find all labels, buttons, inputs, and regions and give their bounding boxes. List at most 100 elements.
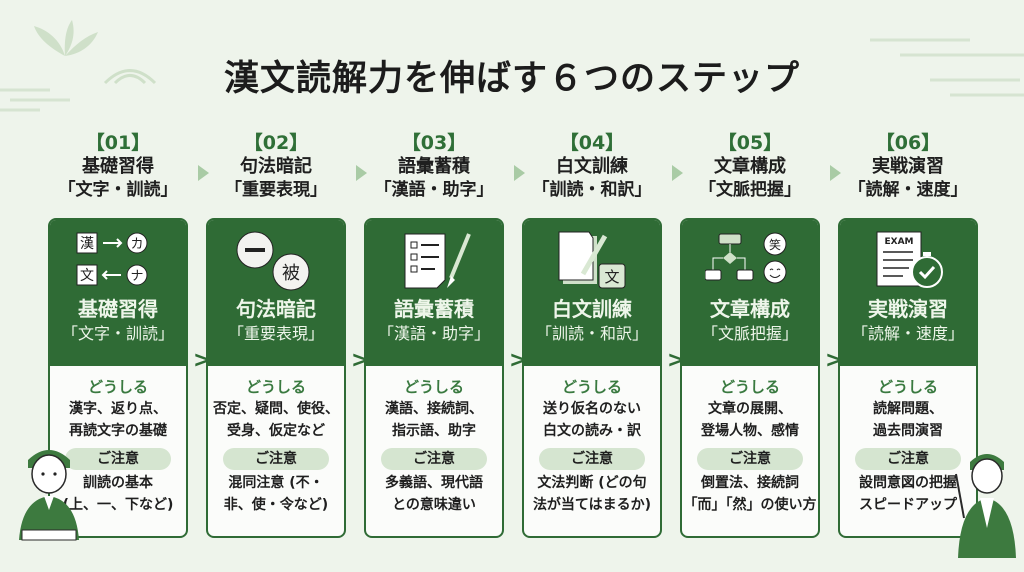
kanji-kana-conversion-icon: 漢カ文ナ — [50, 226, 186, 296]
how-label: どうしる — [403, 378, 464, 396]
step-card-title: 句法暗記 — [236, 297, 316, 321]
caution-label: ご注意 — [855, 448, 961, 470]
grammar-markers-icon: 被 — [208, 226, 344, 296]
how-text-line: 再読文字の基礎 — [69, 423, 167, 439]
step-subtitle: 「文脈把握」 — [699, 180, 801, 200]
caution-label: ご注意 — [65, 448, 171, 470]
step-card: 笑 文章構成 「文脈把握」 どうしる 文章の展開、 登場人物、感情 ご注意 倒置… — [680, 218, 820, 538]
exam-stopwatch-icon: EXAM — [840, 226, 976, 296]
caution-text-line: 多義語、現代語 — [385, 475, 483, 491]
svg-text:文: 文 — [80, 268, 94, 284]
step-heading: 【02】 句法暗記 「重要表現」 — [206, 128, 346, 202]
caution-text-line: 設問意図の把握 — [859, 475, 957, 491]
step-card-header: 文 白文訓練 「訓読・和訳」 — [524, 220, 660, 366]
step-title: 基礎習得 — [82, 156, 154, 177]
step-card-subtitle: 「訓読・和訳」 — [535, 324, 648, 343]
caution-label: ご注意 — [223, 448, 329, 470]
how-text-line: 否定、疑問、使役、 — [213, 401, 339, 417]
caution-text-line: 「而」「然」の使い方 — [683, 497, 817, 513]
caution-text-line: (上、一、下など) — [62, 497, 174, 513]
step-card-title: 文章構成 — [710, 297, 790, 321]
how-text-line: 受身、仮定など — [227, 423, 325, 439]
step-card-header: 笑 文章構成 「文脈把握」 — [682, 220, 818, 366]
step-arrow-icon — [198, 165, 209, 181]
caution-text-line: 文法判断 (どの句 — [537, 475, 647, 491]
how-label: どうしる — [719, 378, 780, 396]
how-text-line: 指示語、助字 — [392, 423, 476, 439]
step-subtitle: 「訓読・和訳」 — [532, 180, 652, 200]
paper-pen-translate-icon: 文 — [524, 226, 660, 296]
step-card-body: どうしる 読解問題、 過去問演習 ご注意 設問意図の把握 スピードアップ — [840, 366, 976, 516]
caution-text-line: 倒置法、接続詞 — [701, 475, 799, 491]
step-card-header: 被 句法暗記 「重要表現」 — [208, 220, 344, 366]
how-label: どうしる — [245, 378, 306, 396]
step-card-title: 実戦演習 — [868, 297, 948, 321]
step-card-title: 基礎習得 — [78, 297, 158, 321]
step-title: 白文訓練 — [556, 156, 628, 177]
step-title: 文章構成 — [714, 156, 786, 177]
how-label: どうしる — [877, 378, 938, 396]
step-card-body: どうしる 文章の展開、 登場人物、感情 ご注意 倒置法、接続詞 「而」「然」の使… — [682, 366, 818, 516]
page-title: 漢文読解力を伸ばす６つのステップ — [223, 59, 800, 99]
cloud-pattern-right — [870, 38, 1024, 97]
step-card-body: どうしる 漢語、接続詞、 指示語、助字 ご注意 多義語、現代語 との意味違い — [366, 366, 502, 516]
flowchart-emotion-icon: 笑 — [682, 226, 818, 296]
svg-text:笑: 笑 — [769, 237, 781, 252]
caution-text-line: 法が当てはまるか) — [532, 497, 652, 513]
step-card: 文 白文訓練 「訓読・和訳」 どうしる 送り仮名のない 白文の読み・訳 ご注意 … — [522, 218, 662, 538]
caution-label: ご注意 — [539, 448, 645, 470]
step-arrow-icon — [514, 165, 525, 181]
teacher-illustration — [955, 454, 1016, 558]
step-arrow-icon — [830, 165, 841, 181]
step-subtitle: 「漢語・助字」 — [374, 180, 494, 200]
step-arrow-icon — [672, 165, 683, 181]
step-subtitle: 「文字・訓読」 — [58, 180, 178, 200]
step-number: 【05】 — [717, 132, 783, 154]
how-label: どうしる — [561, 378, 622, 396]
caution-text-line: スピードアップ — [859, 497, 957, 513]
caution-text-line: との意味違い — [392, 497, 476, 513]
how-text-line: 送り仮名のない — [543, 401, 641, 417]
how-text-line: 漢字、返り点、 — [69, 401, 167, 417]
step-number: 【04】 — [559, 132, 625, 154]
step-title: 実戦演習 — [872, 156, 944, 177]
step-card-body: どうしる 漢字、返り点、 再読文字の基礎 ご注意 訓読の基本 (上、一、下など) — [50, 366, 186, 516]
how-text-line: 読解問題、 — [873, 401, 943, 417]
step-card: EXAM 実戦演習 「読解・速度」 どうしる 読解問題、 過去問演習 ご注意 設… — [838, 218, 978, 538]
step-card-header: 漢カ文ナ 基礎習得 「文字・訓読」 — [50, 220, 186, 366]
step-heading: 【03】 語彙蓄積 「漢語・助字」 — [364, 128, 504, 202]
step-card: 被 句法暗記 「重要表現」 どうしる 否定、疑問、使役、 受身、仮定など ご注意… — [206, 218, 346, 538]
step-card-subtitle: 「重要表現」 — [227, 324, 324, 343]
how-label: どうしる — [87, 378, 148, 396]
svg-text:カ: カ — [130, 237, 143, 252]
how-text-line: 漢語、接続詞、 — [385, 401, 483, 417]
step-heading: 【04】 白文訓練 「訓読・和訳」 — [522, 128, 662, 202]
step-subtitle: 「重要表現」 — [225, 180, 327, 200]
svg-text:被: 被 — [282, 263, 300, 284]
step-heading: 【05】 文章構成 「文脈把握」 — [680, 128, 820, 202]
step-number: 【02】 — [243, 132, 309, 154]
step-subtitle: 「読解・速度」 — [848, 180, 968, 200]
step-card-title: 白文訓練 — [552, 297, 632, 321]
svg-text:漢: 漢 — [80, 236, 94, 252]
step-card-body: どうしる 否定、疑問、使役、 受身、仮定など ご注意 混同注意 (不・ 非、使・… — [208, 366, 344, 516]
step-card-subtitle: 「漢語・助字」 — [377, 324, 490, 343]
step-number: 【06】 — [875, 132, 941, 154]
how-text-line: 白文の読み・訳 — [543, 423, 641, 439]
how-text-line: 登場人物、感情 — [701, 423, 799, 439]
bamboo-leaves-icon — [34, 20, 98, 56]
step-card-subtitle: 「文字・訓読」 — [61, 324, 174, 343]
caution-label: ご注意 — [697, 448, 803, 470]
student-illustration — [19, 450, 79, 541]
svg-text:EXAM: EXAM — [884, 237, 913, 247]
step-card: 語彙蓄積 「漢語・助字」 どうしる 漢語、接続詞、 指示語、助字 ご注意 多義語… — [364, 218, 504, 538]
step-card: 漢カ文ナ 基礎習得 「文字・訓読」 どうしる 漢字、返り点、 再読文字の基礎 ご… — [48, 218, 188, 538]
caution-text-line: 非、使・令など) — [223, 497, 329, 513]
how-text-line: 文章の展開、 — [708, 401, 792, 417]
step-card-subtitle: 「読解・速度」 — [851, 324, 964, 343]
step-heading: 【06】 実戦演習 「読解・速度」 — [838, 128, 978, 202]
step-title: 語彙蓄積 — [398, 156, 470, 177]
step-card-header: 語彙蓄積 「漢語・助字」 — [366, 220, 502, 366]
caution-label: ご注意 — [381, 448, 487, 470]
list-brush-icon — [366, 226, 502, 296]
